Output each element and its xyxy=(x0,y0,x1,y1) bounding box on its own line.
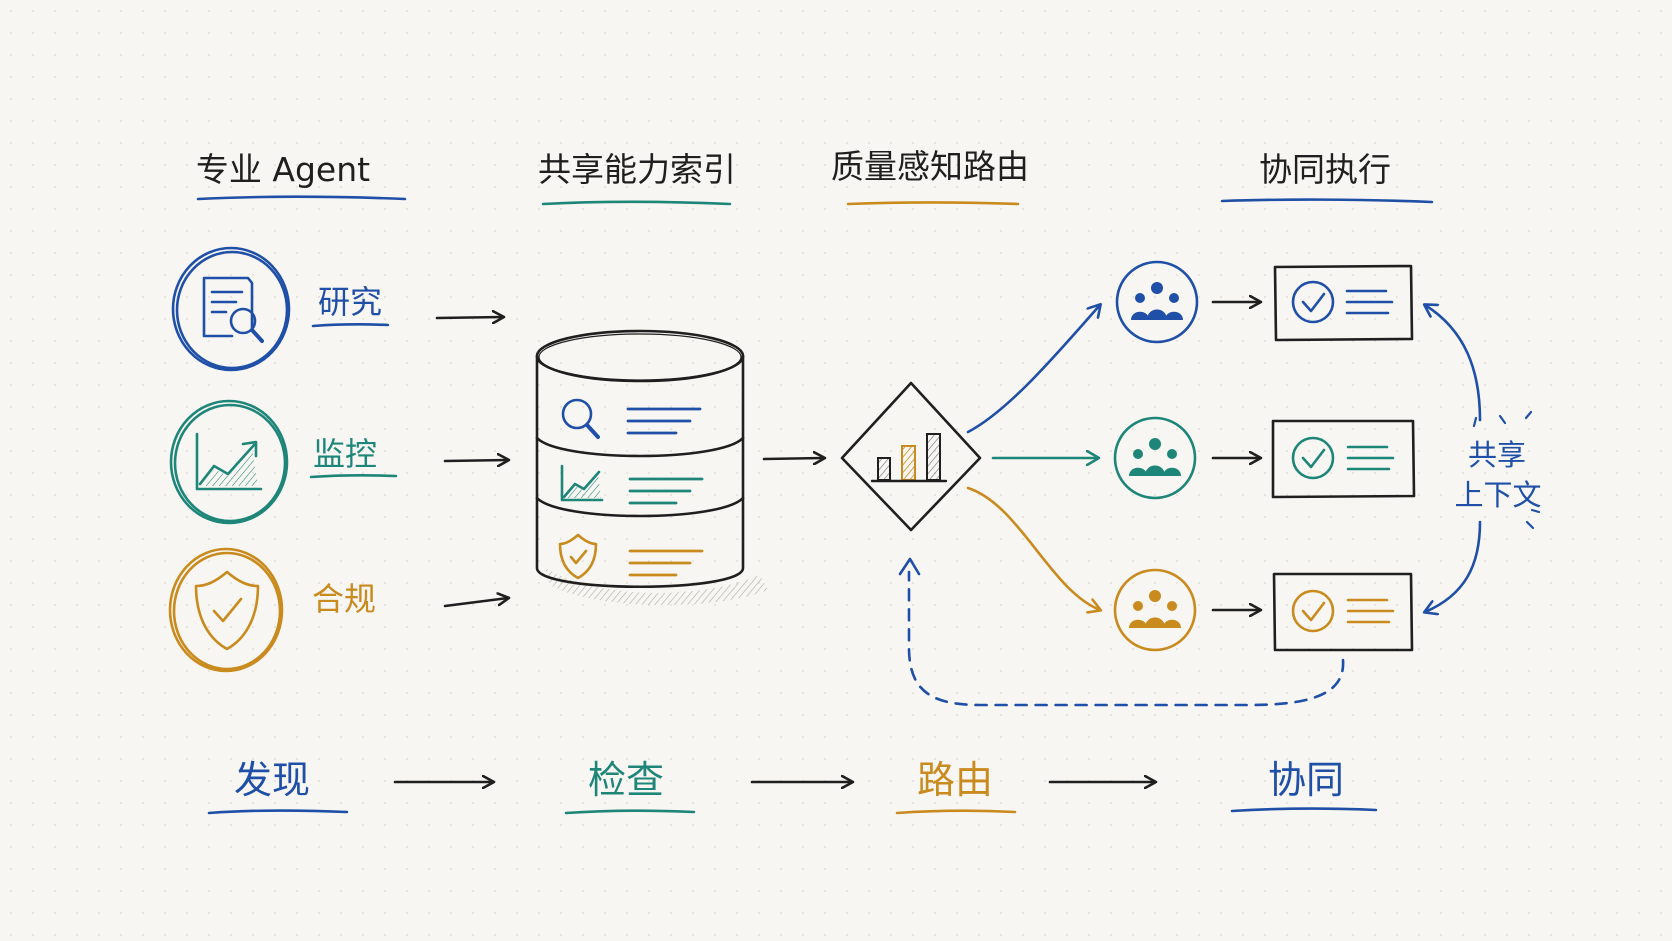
index-row-compliance xyxy=(558,533,704,580)
arrow-router-to-team-gold xyxy=(966,486,1100,610)
header-index: 共享能力索引 xyxy=(538,150,736,206)
process-steps: 发现 检查 路由 协同 xyxy=(207,758,1378,815)
quality-router xyxy=(840,381,982,532)
database-shadow xyxy=(545,568,768,606)
header-agents-label: 专业 Agent xyxy=(196,150,370,189)
shared-context-line2: 上下文 xyxy=(1454,478,1541,512)
step-inspect: 检查 xyxy=(588,758,664,802)
arrow-research-to-index xyxy=(435,317,503,318)
feedback-loop-dashed xyxy=(907,570,1345,707)
agent-monitoring: 监控 xyxy=(169,399,508,525)
team-row-blue xyxy=(1115,260,1414,344)
router-diamond xyxy=(840,381,982,532)
agent-research: 研究 xyxy=(171,246,503,372)
header-routing: 质量感知路由 xyxy=(831,147,1029,206)
feedback-loop-arrowhead xyxy=(898,557,921,576)
step-route: 路由 xyxy=(917,758,993,802)
step-inspect-underline xyxy=(564,809,696,815)
database-top xyxy=(535,329,745,383)
arrow-monitoring-to-index xyxy=(443,460,508,461)
shared-context-arrow-down xyxy=(1425,520,1482,612)
index-row-lines xyxy=(628,477,704,505)
header-routing-label: 质量感知路由 xyxy=(831,147,1029,186)
arrow-compliance-to-index xyxy=(443,598,508,608)
shared-context: 共享 上下文 xyxy=(1425,305,1542,612)
index-row-lines xyxy=(626,407,702,435)
team-row-gold xyxy=(1113,568,1414,652)
bar-chart-icon xyxy=(870,433,948,483)
team-icon xyxy=(1113,568,1197,652)
shield-check-icon xyxy=(168,547,284,673)
check-card-icon xyxy=(1272,572,1414,652)
header-routing-underline xyxy=(846,201,1020,206)
check-card-icon xyxy=(1271,419,1416,499)
header-agents-underline xyxy=(196,195,407,201)
shared-context-line1: 共享 xyxy=(1468,438,1526,472)
agent-compliance-label: 合规 xyxy=(312,580,376,618)
index-row-monitoring xyxy=(560,464,704,505)
header-execution: 协同执行 xyxy=(1220,150,1434,204)
agent-monitoring-underline xyxy=(309,474,398,479)
search-icon xyxy=(561,398,600,439)
database-body xyxy=(535,354,745,589)
database-separator-2 xyxy=(535,496,745,518)
database-separator-1 xyxy=(535,436,745,458)
index-row-search xyxy=(561,398,702,439)
step-route-underline xyxy=(895,809,1017,815)
team-icon xyxy=(1113,416,1197,500)
capability-index-database xyxy=(535,329,768,606)
team-row-teal xyxy=(1113,416,1416,500)
agent-compliance: 合规 xyxy=(168,547,508,673)
shared-context-arrow-up xyxy=(1425,305,1482,422)
step-discover: 发现 xyxy=(234,758,310,802)
header-index-label: 共享能力索引 xyxy=(538,150,736,189)
header-agents: 专业 Agent xyxy=(196,150,407,201)
arrow-index-to-router xyxy=(762,458,824,459)
agent-monitoring-label: 监控 xyxy=(313,435,377,473)
step-collaborate: 协同 xyxy=(1268,758,1344,802)
index-row-lines xyxy=(628,549,704,577)
check-card-icon xyxy=(1273,264,1414,342)
header-execution-label: 协同执行 xyxy=(1259,150,1391,189)
arrow-router-to-team-blue xyxy=(966,305,1100,434)
trend-chart-icon xyxy=(169,399,289,525)
step-discover-underline xyxy=(207,809,349,815)
agent-research-underline xyxy=(311,323,390,328)
trend-chart-icon xyxy=(560,464,604,502)
agent-research-label: 研究 xyxy=(318,283,382,321)
shared-context-sparks xyxy=(1472,410,1541,530)
step-collaborate-underline xyxy=(1230,807,1378,813)
team-icon xyxy=(1115,260,1199,344)
header-execution-underline xyxy=(1220,198,1434,204)
shield-check-icon xyxy=(558,533,598,580)
header-index-underline xyxy=(541,200,732,206)
document-search-icon xyxy=(171,246,291,372)
